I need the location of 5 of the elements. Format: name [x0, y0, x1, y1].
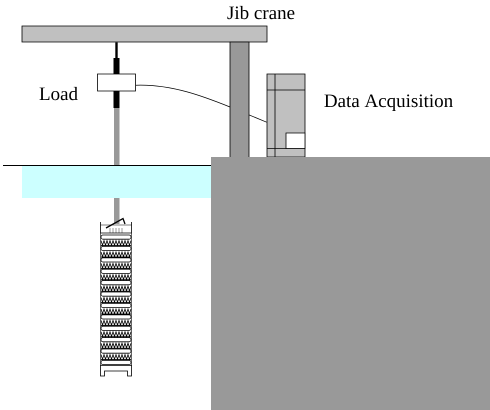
part-label: Data Acquisition: [324, 94, 453, 112]
data-acquisition-unit: [266, 74, 306, 158]
part-label: Load: [40, 86, 78, 100]
part-label: Jib crane: [227, 6, 294, 20]
load-cell: [97, 74, 136, 92]
